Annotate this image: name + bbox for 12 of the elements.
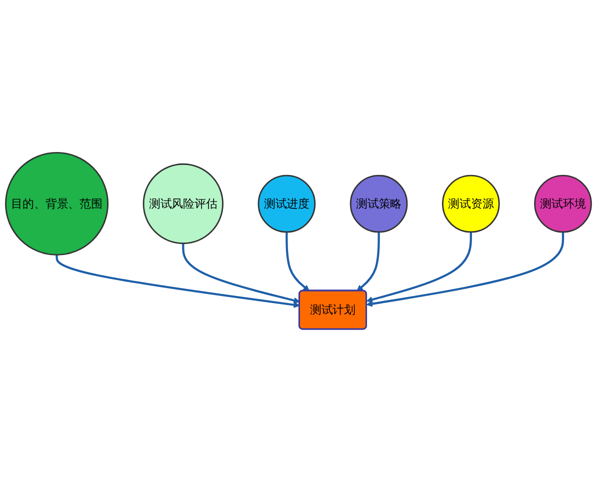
node-circle: 目的、背景、范围 (5, 152, 109, 256)
arrow (366, 232, 564, 307)
node-circle: 测试策略 (350, 174, 408, 232)
arrow (356, 232, 380, 291)
arrow (56, 254, 300, 308)
node-circle: 测试进度 (258, 174, 316, 232)
arrow (286, 232, 310, 291)
arrow (182, 243, 300, 304)
node-circle: 测试环境 (534, 174, 592, 232)
node-circle: 测试资源 (442, 174, 500, 232)
arrow (366, 232, 472, 302)
node-circle: 测试风险评估 (142, 163, 224, 244)
